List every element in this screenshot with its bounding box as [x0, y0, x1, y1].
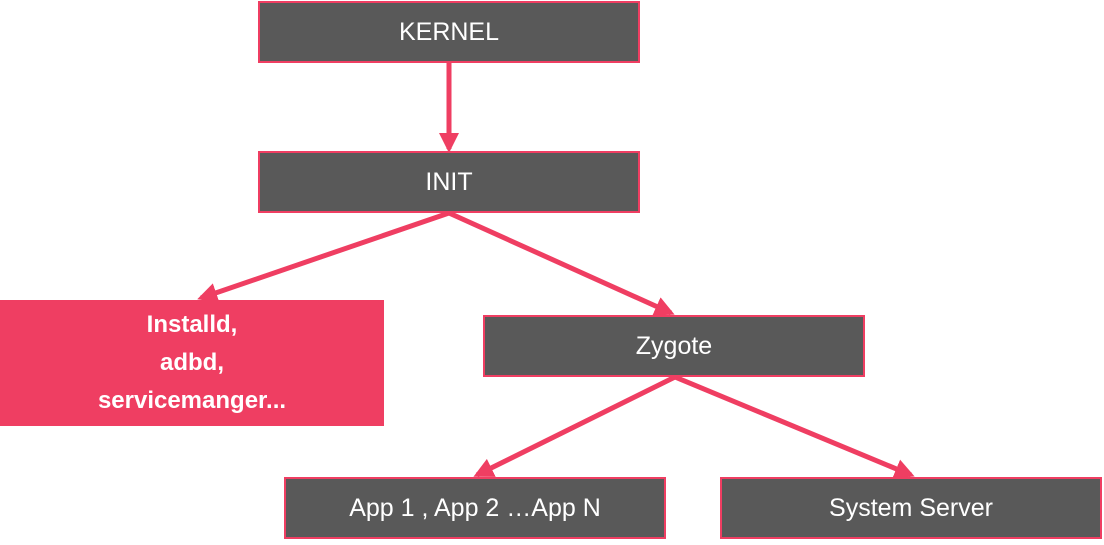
- apps-node: App 1 , App 2 …App N: [284, 477, 666, 539]
- edge-zygote-to-system-server: [674, 374, 915, 479]
- native-daemons-node: Installd, adbd, servicemanger...: [0, 300, 384, 426]
- zygote-label: Zygote: [635, 331, 713, 360]
- kernel-label: KERNEL: [398, 17, 500, 46]
- init-node: INIT: [258, 151, 640, 213]
- apps-label: App 1 , App 2 …App N: [349, 493, 601, 522]
- system-server-label: System Server: [829, 493, 993, 522]
- daemon-installd-label: Installd,: [146, 311, 238, 338]
- zygote-node: Zygote: [483, 315, 865, 377]
- edge-init-to-daemons: [197, 210, 450, 303]
- kernel-node: KERNEL: [258, 1, 640, 63]
- edge-init-to-zygote: [447, 210, 675, 316]
- daemon-adbd-label: adbd,: [160, 349, 224, 376]
- edge-zygote-to-apps: [473, 374, 677, 478]
- init-label: INIT: [425, 167, 473, 196]
- daemon-servicemanager-label: servicemanger...: [97, 387, 287, 414]
- system-server-node: System Server: [720, 477, 1102, 539]
